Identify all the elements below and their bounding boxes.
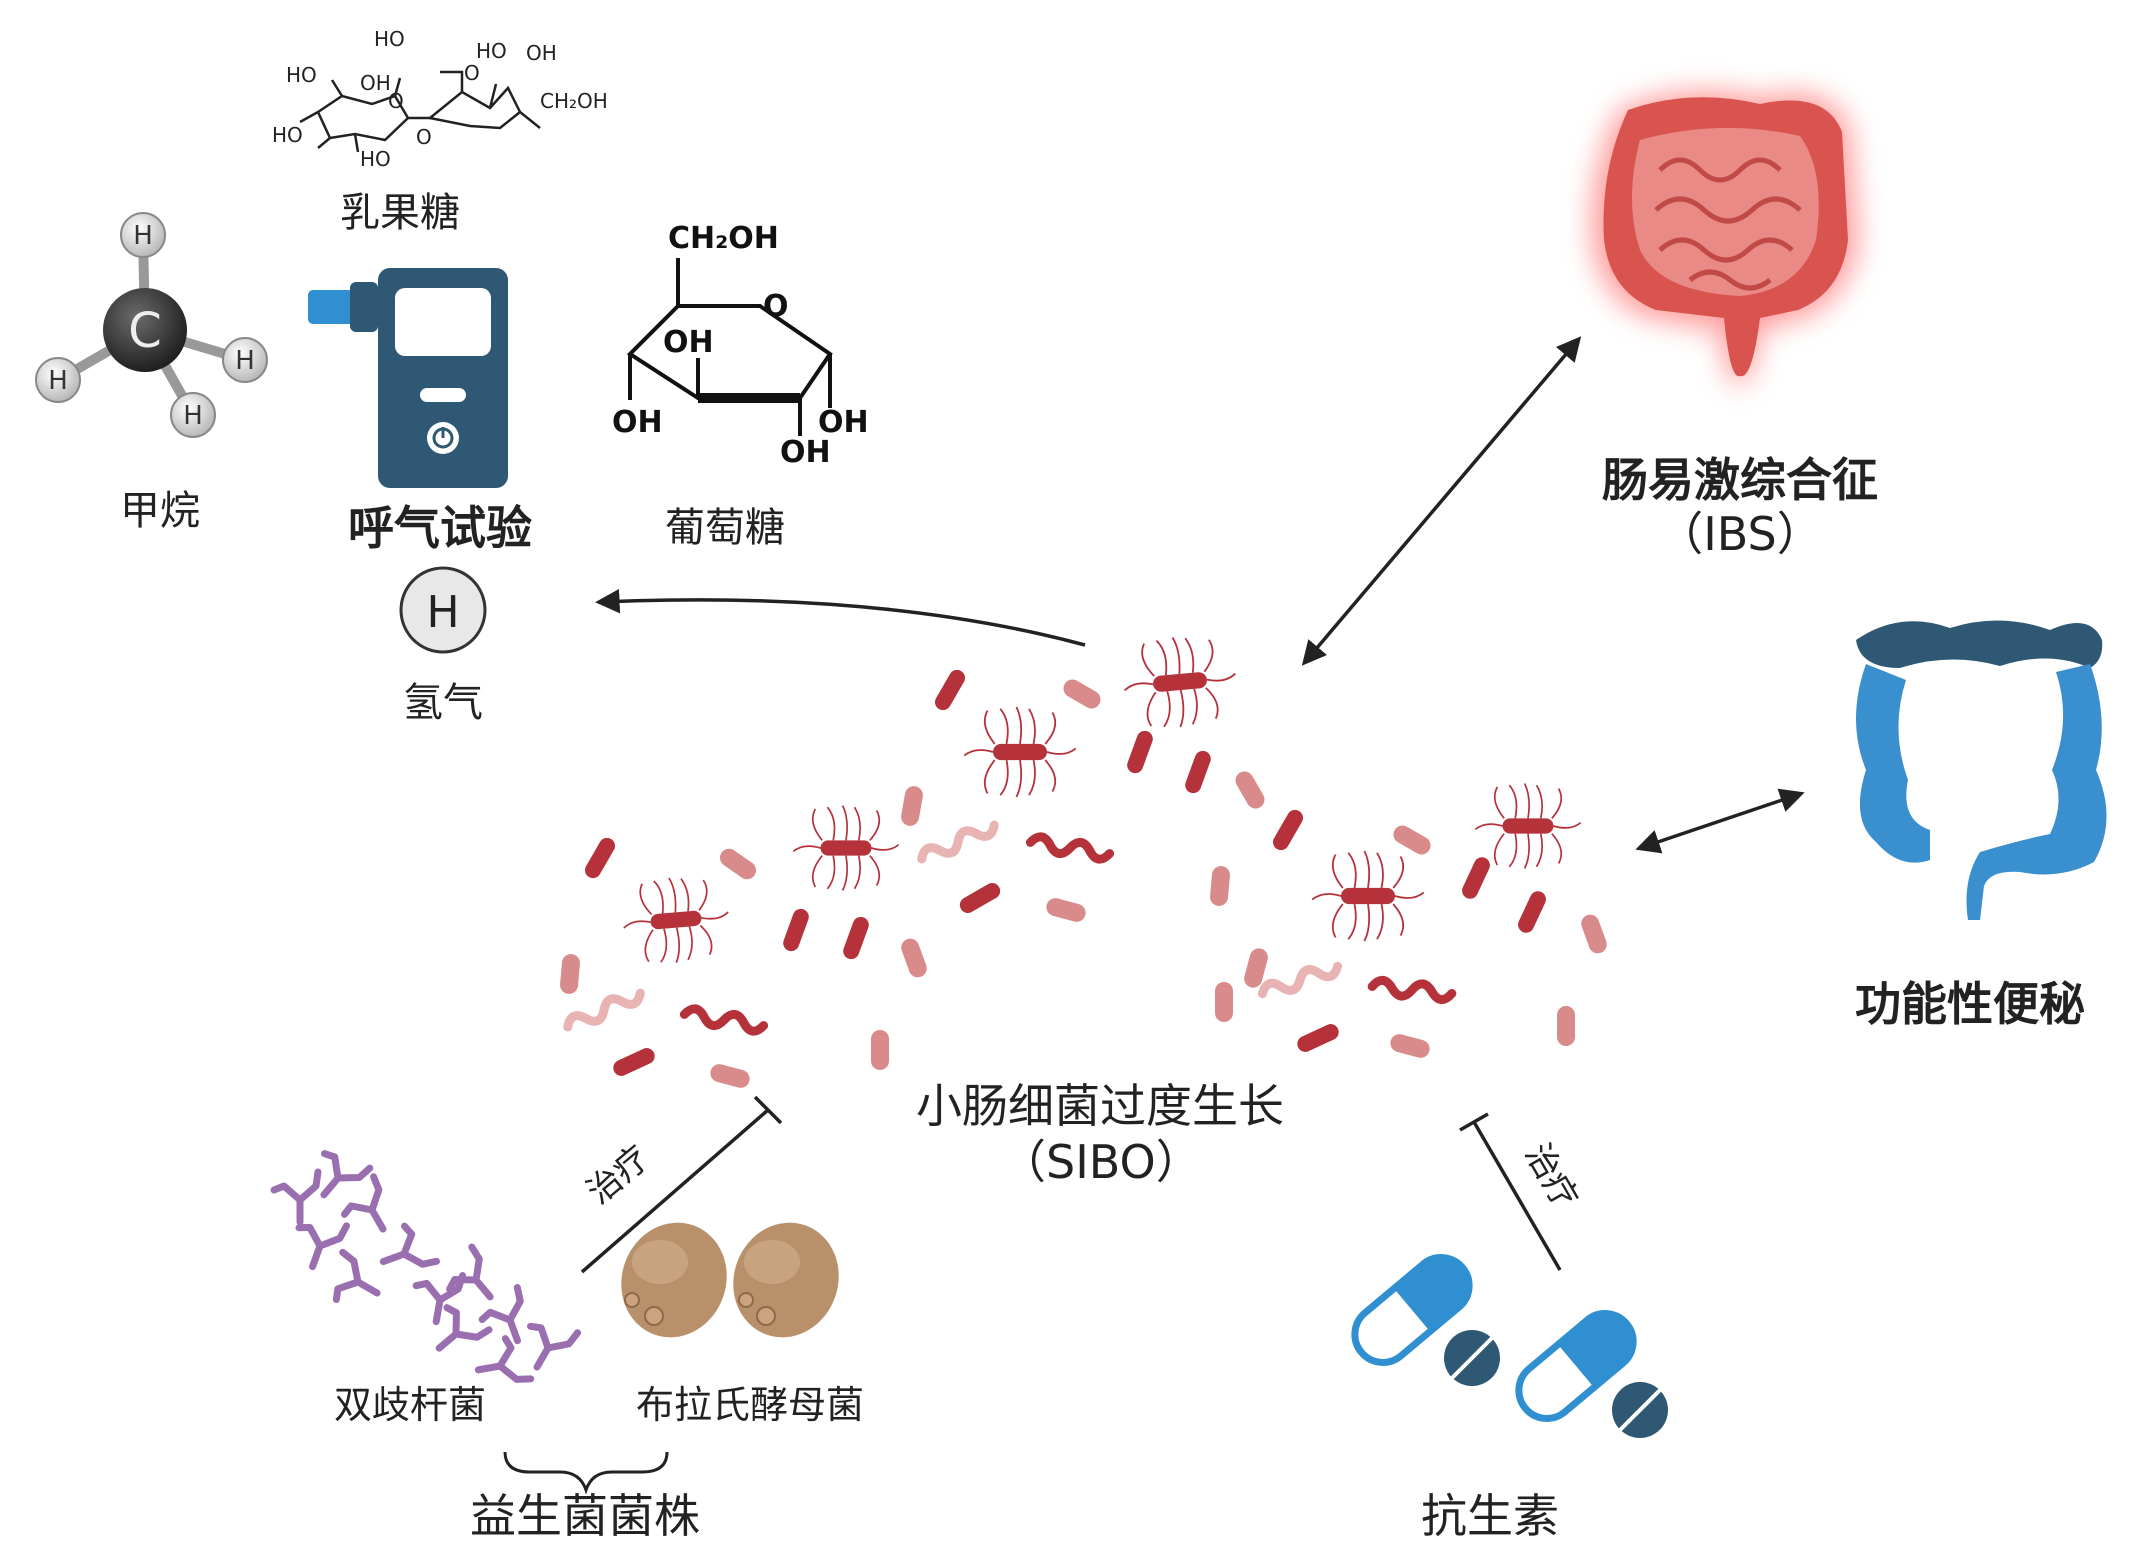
bifidobacterium-label: 双歧杆菌 — [333, 1383, 486, 1427]
bifidobacterium-icon — [274, 1140, 578, 1388]
connector-arrows — [503, 336, 1805, 1495]
functional-constipation-label: 功能性便秘 — [1855, 977, 2085, 1031]
lactulose-label: 乳果糖 — [340, 190, 460, 236]
probiotic-brace — [503, 1451, 669, 1495]
lactulose-structure-icon — [299, 70, 541, 153]
lactulose-groups: HO OH HO HO O O HO HO OH CH₂OH O — [272, 27, 608, 171]
arrow-sibo-ibs — [1301, 336, 1582, 666]
lactulose-group: O — [388, 89, 404, 113]
glucose-groups: CH₂OH O OH OH OH OH — [612, 221, 869, 470]
lactulose-group: HO — [360, 147, 391, 171]
lactulose-group: HO — [286, 63, 317, 87]
glucose-group: O — [763, 289, 789, 324]
glucose-group: OH — [818, 405, 869, 440]
probiotic-strains-label: 益生菌菌株 — [470, 1489, 700, 1543]
glucose-group: OH — [612, 405, 663, 440]
glucose-group: OH — [663, 325, 714, 360]
hydrogen-atom-label: H — [183, 401, 203, 431]
lactulose-group: O — [416, 125, 432, 149]
methane-molecule-icon: C H H H H — [35, 212, 268, 438]
saccharomyces-label: 布拉氏酵母菌 — [635, 1383, 864, 1427]
glucose-structure-icon — [626, 258, 833, 436]
glucose-group: OH — [780, 435, 831, 470]
lactulose-group: HO — [476, 39, 507, 63]
hydrogen-atom-label: H — [133, 221, 153, 251]
lactulose-group: O — [464, 61, 480, 85]
sibo-label: 小肠细菌过度生长 — [916, 1079, 1284, 1133]
ibs-label: 肠易激综合征 — [1602, 453, 1878, 507]
lactulose-group: HO — [272, 123, 303, 147]
antibiotics-label: 抗生素 — [1421, 1489, 1559, 1543]
ibs-abbrev-label: （IBS） — [1657, 507, 1823, 561]
lactulose-group: HO — [374, 27, 405, 51]
arrow-sibo-constipation — [1635, 788, 1805, 854]
inhibit-antibiotics — [1459, 1112, 1562, 1271]
bacteria-cluster-icon — [559, 631, 1610, 1090]
hydrogen-atom-icon: H — [399, 566, 487, 654]
carbon-atom-label: C — [128, 303, 162, 359]
breath-test-device-icon — [308, 268, 508, 488]
intestine-icon — [1591, 91, 1858, 385]
hydrogen-atom-label: H — [48, 366, 68, 396]
arrow-sibo-to-breath-test — [595, 588, 1086, 647]
hydrogen-symbol: H — [426, 587, 459, 638]
yeast-icon — [621, 1222, 839, 1338]
lactulose-group: OH — [360, 71, 391, 95]
lactulose-group: CH₂OH — [540, 89, 608, 113]
glucose-label: 葡萄糖 — [665, 505, 785, 551]
hydrogen-atom-label: H — [235, 346, 255, 376]
hydrogen-label: 氢气 — [403, 680, 483, 726]
lactulose-group: OH — [526, 41, 557, 65]
colon-icon — [1856, 620, 2107, 920]
inhibit-probiotics — [580, 1095, 783, 1274]
breath-test-label: 呼气试验 — [348, 501, 532, 555]
glucose-group: CH₂OH — [668, 221, 779, 256]
methane-label: 甲烷 — [120, 488, 200, 534]
pill-icon — [1351, 1254, 1668, 1438]
sibo-abbrev-label: （SIBO） — [1000, 1135, 1202, 1189]
